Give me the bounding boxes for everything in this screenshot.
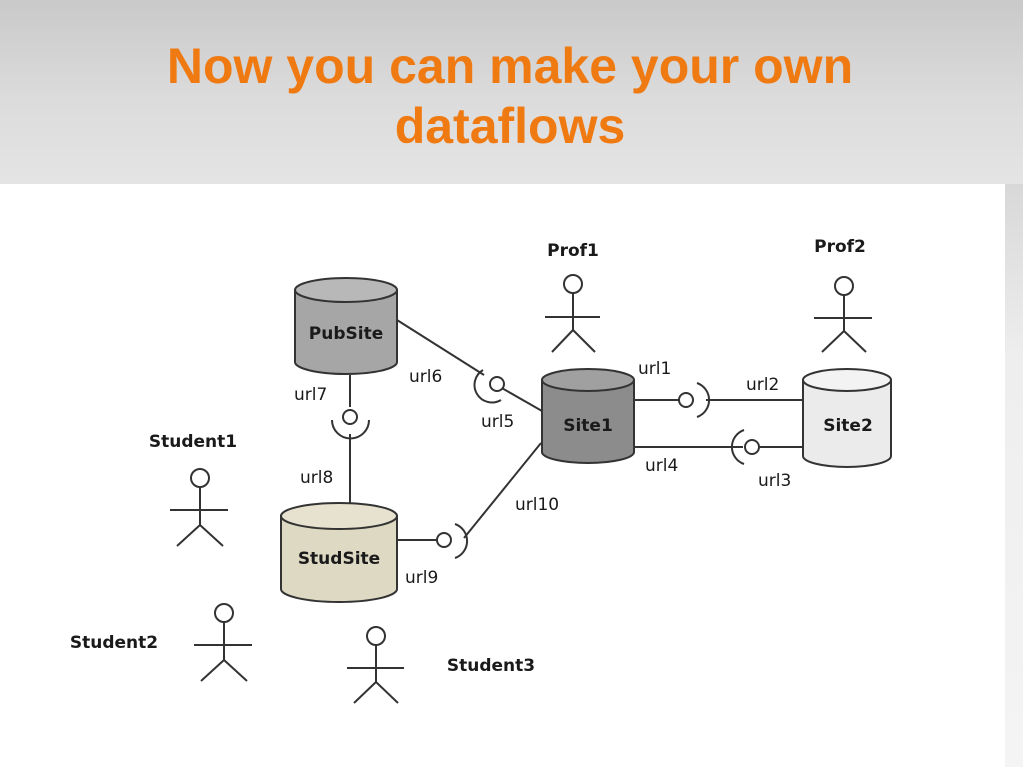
line-url5-site1 [499, 386, 543, 412]
ball [436, 532, 452, 548]
site1-database: Site1 [541, 368, 635, 464]
ball [678, 392, 694, 408]
right-edge-strip [1005, 184, 1023, 767]
person-icon [170, 468, 228, 547]
title-line-2: dataflows [394, 98, 626, 154]
url8-label: url8 [300, 468, 333, 488]
student1-label: Student1 [149, 432, 237, 452]
socket-arc [331, 419, 370, 440]
url10-label: url10 [515, 495, 559, 515]
student3-label: Student3 [447, 656, 535, 676]
studsite-label: StudSite [298, 549, 380, 569]
ball [342, 409, 358, 425]
url9-label: url9 [405, 568, 438, 588]
student1-actor: Student1 [149, 432, 237, 547]
url6-label: url6 [409, 367, 442, 387]
url5-label: url5 [481, 412, 514, 432]
person-icon [814, 276, 872, 353]
title-line-1: Now you can make your own [166, 38, 854, 94]
prof2-actor: Prof2 [814, 237, 872, 353]
interface-url9-url10 [436, 523, 469, 559]
ball [744, 439, 760, 455]
site1-label: Site1 [563, 416, 613, 436]
url2-label: url2 [746, 375, 779, 395]
site2-database: Site2 [802, 368, 892, 468]
interface-url1-url2 [678, 382, 711, 418]
ball [489, 376, 505, 392]
person-icon [194, 603, 252, 682]
student2-label: Student2 [70, 633, 158, 653]
pubsite-database: PubSite [294, 277, 398, 375]
line-url10-site1 [463, 442, 542, 539]
url3-label: url3 [758, 471, 791, 491]
header-band [0, 0, 1023, 184]
connection-lines [349, 319, 803, 541]
socket-arc [696, 382, 711, 418]
line-pubsite-site1 [396, 319, 485, 376]
interface-url3-url4 [730, 429, 760, 465]
socket-arc [454, 523, 469, 559]
student3-actor: Student3 [347, 626, 535, 704]
url1-label: url1 [638, 359, 671, 379]
prof2-label: Prof2 [814, 237, 866, 257]
url-labels: url1 url2 url3 url4 url5 url6 url7 url8 … [294, 359, 791, 588]
socket-arc [730, 429, 745, 465]
person-icon [545, 274, 600, 353]
socket-arc [473, 369, 502, 404]
interface-url7-url8 [331, 409, 370, 440]
prof1-label: Prof1 [547, 241, 599, 261]
url4-label: url4 [645, 456, 678, 476]
student2-actor: Student2 [70, 603, 252, 682]
person-icon [347, 626, 404, 704]
interface-url6-url5 [473, 369, 505, 404]
prof1-actor: Prof1 [545, 241, 600, 353]
slide-title: Now you can make your own dataflows [60, 36, 960, 156]
studsite-database: StudSite [280, 502, 398, 603]
pubsite-label: PubSite [309, 324, 383, 344]
site2-label: Site2 [823, 416, 873, 436]
url7-label: url7 [294, 385, 327, 405]
